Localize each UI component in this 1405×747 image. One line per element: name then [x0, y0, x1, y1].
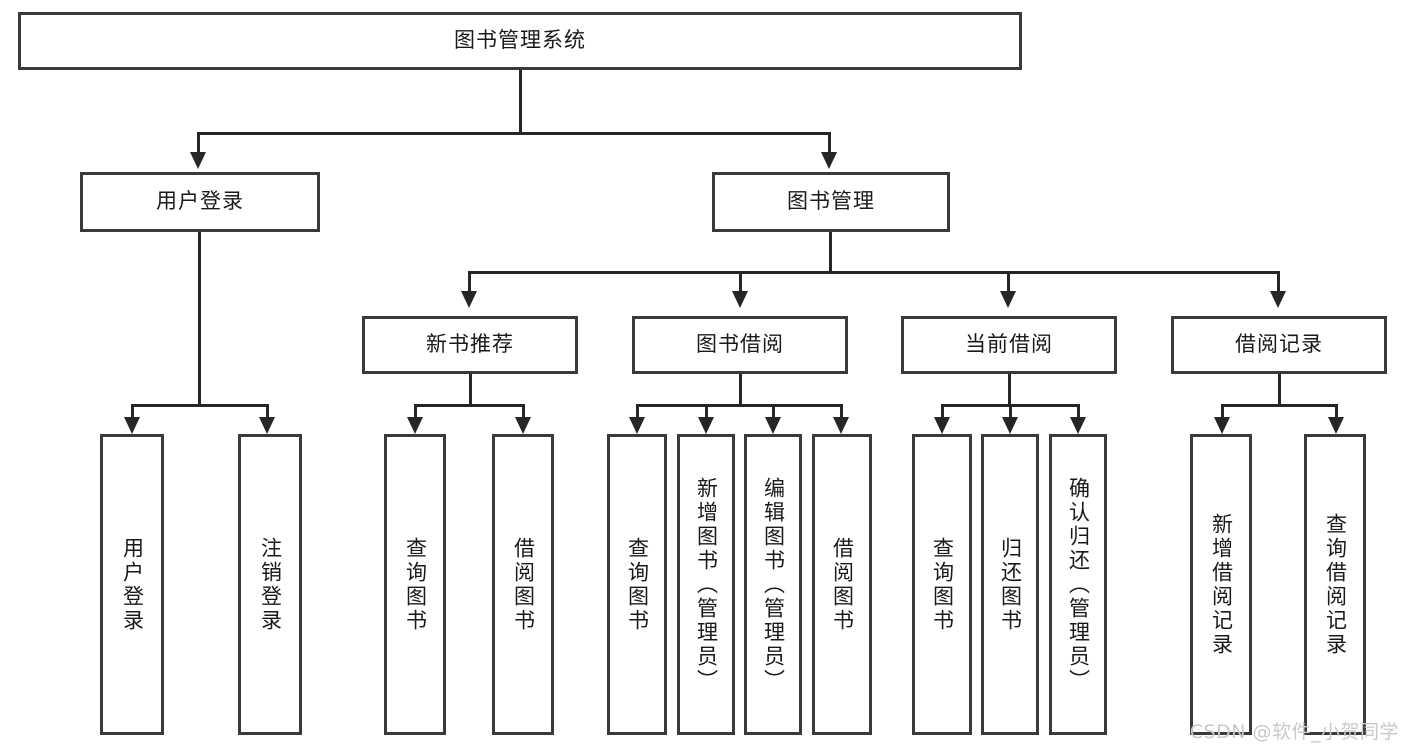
node-new-book-recommendation[interactable]: 新书推荐 — [362, 316, 578, 374]
arrowhead-leaf-9 — [934, 417, 950, 434]
node-label: 当前借阅 — [965, 332, 1053, 357]
connector-borrow-record-stem — [1278, 374, 1281, 407]
arrowhead-leaf-10 — [1002, 417, 1018, 434]
node-label: 图书借阅 — [696, 332, 784, 357]
leaf-add-borrow-record[interactable]: 新增借阅记录 — [1190, 434, 1252, 735]
node-book-borrowing[interactable]: 图书借阅 — [632, 316, 848, 374]
leaf-label: 查询图书 — [625, 536, 650, 633]
connector-book-borrow-bus — [636, 404, 843, 407]
connector-borrow-record-bus — [1221, 404, 1338, 407]
leaf-logout[interactable]: 注销登录 — [238, 434, 302, 735]
connector-book-borrow-stem — [739, 374, 742, 407]
leaf-label: 查询图书 — [403, 536, 428, 633]
leaf-label: 新增图书（管理员） — [694, 476, 719, 693]
leaf-label: 注销登录 — [258, 536, 283, 633]
arrowhead-leaf-4 — [515, 417, 531, 434]
node-label: 图书管理 — [787, 189, 875, 214]
connector-current-borrow-stem — [1008, 374, 1011, 407]
connector-drop-leaf-11 — [1077, 404, 1080, 419]
connector-level2-bus — [197, 132, 831, 135]
connector-drop-leaf-1 — [131, 404, 134, 419]
connector-drop-leaf-10 — [1009, 404, 1012, 419]
arrowhead-leaf-1 — [124, 417, 140, 434]
node-root-book-management-system[interactable]: 图书管理系统 — [18, 12, 1022, 70]
leaf-query-book-current[interactable]: 查询图书 — [912, 434, 972, 735]
connector-drop-leaf-13 — [1335, 404, 1338, 419]
arrowhead-leaf-2 — [259, 417, 275, 434]
connector-drop-leaf-8 — [840, 404, 843, 419]
connector-drop-borrow-record — [1277, 271, 1280, 293]
connector-drop-book-borrow — [739, 271, 742, 293]
leaf-label: 新增借阅记录 — [1209, 512, 1234, 657]
arrowhead-book-management — [821, 152, 837, 169]
connector-drop-leaf-2 — [266, 404, 269, 419]
arrowhead-leaf-3 — [407, 417, 423, 434]
arrowhead-leaf-13 — [1328, 417, 1344, 434]
leaf-label: 编辑图书（管理员） — [761, 476, 786, 693]
arrowhead-leaf-6 — [698, 417, 714, 434]
leaf-query-book-recommend[interactable]: 查询图书 — [384, 434, 446, 735]
leaf-label: 归还图书 — [998, 536, 1023, 633]
leaf-label: 用户登录 — [120, 536, 145, 633]
connector-new-book-bus — [414, 404, 525, 407]
connector-new-book-stem — [469, 374, 472, 407]
arrowhead-book-borrow — [732, 291, 748, 308]
leaf-return-book[interactable]: 归还图书 — [981, 434, 1039, 735]
connector-drop-leaf-9 — [941, 404, 944, 419]
leaf-query-borrow-record[interactable]: 查询借阅记录 — [1304, 434, 1366, 735]
connector-drop-leaf-3 — [414, 404, 417, 419]
leaf-label: 借阅图书 — [511, 536, 536, 633]
connector-drop-current-borrow — [1007, 271, 1010, 293]
arrowhead-leaf-7 — [765, 417, 781, 434]
leaf-edit-book-admin[interactable]: 编辑图书（管理员） — [744, 434, 802, 735]
connector-drop-leaf-4 — [522, 404, 525, 419]
node-book-management[interactable]: 图书管理 — [712, 172, 950, 232]
node-current-borrowing[interactable]: 当前借阅 — [901, 316, 1117, 374]
node-label: 新书推荐 — [426, 332, 514, 357]
connector-level3-bus — [468, 271, 1280, 274]
connector-drop-new-book — [468, 271, 471, 293]
arrowhead-current-borrow — [1000, 291, 1016, 308]
leaf-label: 查询借阅记录 — [1323, 512, 1348, 657]
connector-book-management-stem — [829, 232, 832, 274]
connector-drop-leaf-5 — [636, 404, 639, 419]
node-label: 用户登录 — [156, 189, 244, 214]
leaf-borrow-book-recommend[interactable]: 借阅图书 — [492, 434, 554, 735]
arrowhead-leaf-11 — [1070, 417, 1086, 434]
connector-drop-leaf-12 — [1221, 404, 1224, 419]
node-borrowing-record[interactable]: 借阅记录 — [1171, 316, 1387, 374]
connector-drop-user-login — [197, 132, 200, 154]
connector-user-login-bus — [131, 404, 269, 407]
connector-drop-leaf-6 — [705, 404, 708, 419]
leaf-confirm-return-admin[interactable]: 确认归还（管理员） — [1049, 434, 1107, 735]
leaf-label: 查询图书 — [930, 536, 955, 633]
connector-user-login-stem — [198, 232, 201, 407]
node-user-login[interactable]: 用户登录 — [80, 172, 320, 232]
arrowhead-leaf-5 — [629, 417, 645, 434]
leaf-label: 确认归还（管理员） — [1066, 476, 1091, 693]
node-label: 图书管理系统 — [454, 28, 586, 53]
arrowhead-leaf-12 — [1214, 417, 1230, 434]
arrowhead-leaf-8 — [833, 417, 849, 434]
leaf-user-login[interactable]: 用户登录 — [100, 434, 164, 735]
connector-root-stem — [519, 70, 522, 134]
connector-drop-leaf-7 — [772, 404, 775, 419]
leaf-borrow-book-borrowing[interactable]: 借阅图书 — [812, 434, 872, 735]
arrowhead-user-login — [190, 152, 206, 169]
leaf-query-book-borrowing[interactable]: 查询图书 — [607, 434, 667, 735]
node-label: 借阅记录 — [1235, 332, 1323, 357]
leaf-add-book-admin[interactable]: 新增图书（管理员） — [677, 434, 735, 735]
connector-drop-book-management — [828, 132, 831, 154]
leaf-label: 借阅图书 — [830, 536, 855, 633]
arrowhead-borrow-record — [1270, 291, 1286, 308]
arrowhead-new-book — [461, 291, 477, 308]
